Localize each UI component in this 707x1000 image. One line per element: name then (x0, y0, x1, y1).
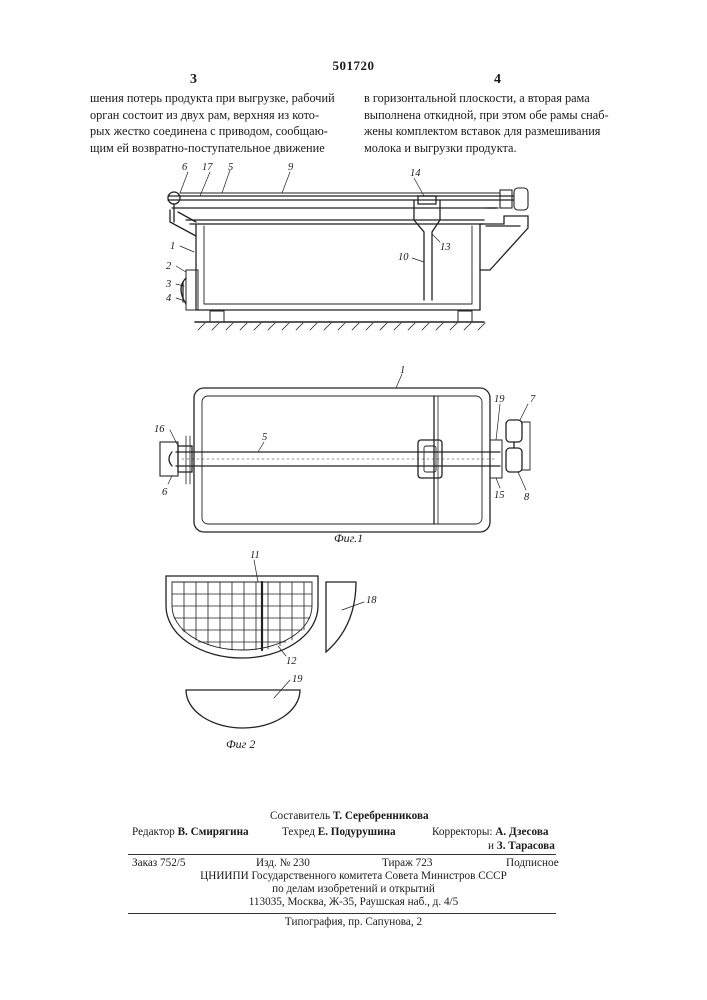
label-12: 12 (286, 656, 297, 667)
label-19-plan: 19 (494, 394, 505, 405)
label-8: 8 (524, 492, 530, 503)
fig1-side-view (168, 170, 528, 330)
label-3: 3 (165, 279, 171, 290)
label-9: 9 (288, 162, 294, 173)
imprint-edition: Изд. № 230 (256, 857, 310, 869)
label-7: 7 (530, 394, 536, 405)
imprint-type: Подписное (506, 857, 559, 869)
label-4: 4 (166, 293, 172, 304)
label-6-plan: 6 (162, 487, 168, 498)
label-10: 10 (398, 252, 409, 263)
imprint-run: Тираж 723 (382, 857, 432, 869)
label-18: 18 (366, 595, 377, 606)
imprint-techred: Техред Е. Подурушина (282, 826, 396, 838)
imprint-compiler: Составитель Т. Серебренникова (270, 810, 429, 822)
label-16: 16 (154, 424, 165, 435)
label-17: 17 (202, 162, 213, 173)
fig2-insert-19 (186, 680, 300, 728)
imprint-corrector2: и З. Тарасова (488, 840, 555, 852)
fig1-plan-view (160, 374, 530, 532)
label-2: 2 (166, 261, 172, 272)
imprint-org-dept: по делам изобретений и открытий (0, 883, 707, 895)
label-15: 15 (494, 490, 505, 501)
imprint-editor: Редактор В. Смирягина (132, 826, 249, 838)
label-6: 6 (182, 162, 188, 173)
label-14: 14 (410, 168, 421, 179)
imprint-divider-top (128, 854, 556, 855)
imprint-address: 113035, Москва, Ж-35, Раушская наб., д. … (0, 896, 707, 908)
fig2-insert-18 (326, 582, 364, 652)
imprint-order: Заказ 752/5 (132, 857, 186, 869)
imprint-correctors: Корректоры: А. Дзесова (432, 826, 548, 838)
fig2-grid-frame (166, 560, 318, 658)
label-1-plan: 1 (400, 365, 405, 376)
fig2-caption: Фиг 2 (226, 737, 255, 751)
label-1: 1 (170, 241, 175, 252)
label-13: 13 (440, 242, 451, 253)
fig1-caption: Фиг.1 (334, 531, 363, 545)
imprint-printer: Типография, пр. Сапунова, 2 (0, 916, 707, 928)
label-5-plan: 5 (262, 432, 267, 443)
label-19: 19 (292, 674, 303, 685)
label-11: 11 (250, 550, 260, 561)
imprint-org: ЦНИИПИ Государственного комитета Совета … (0, 870, 707, 882)
label-5: 5 (228, 162, 233, 173)
imprint-divider-bottom (128, 913, 556, 914)
